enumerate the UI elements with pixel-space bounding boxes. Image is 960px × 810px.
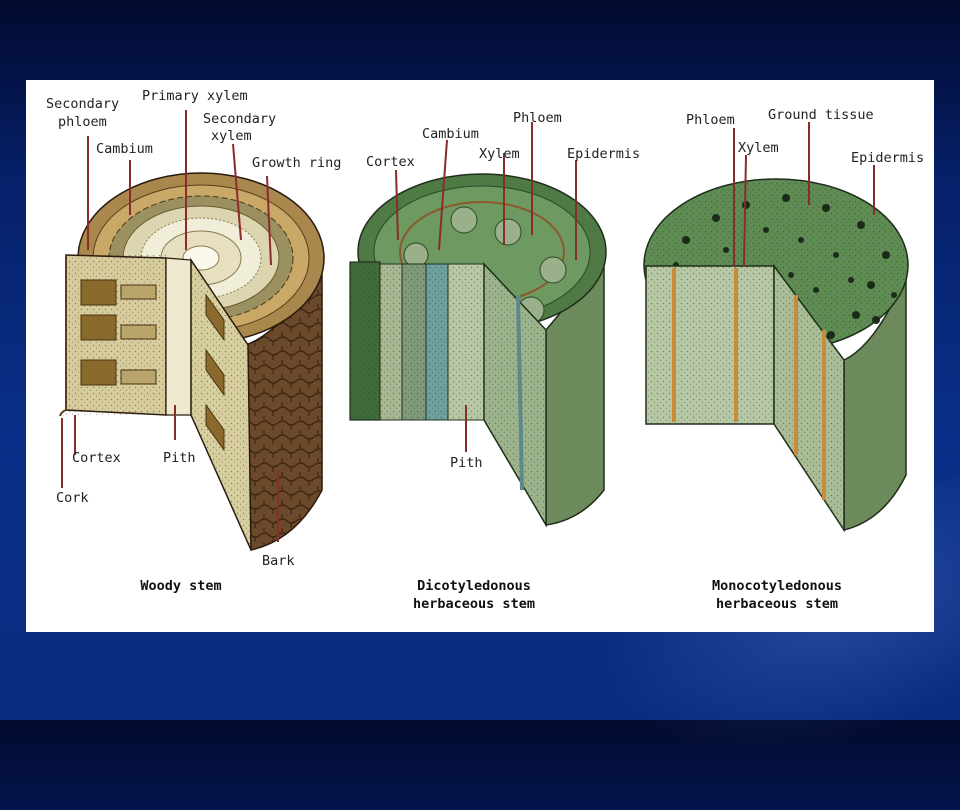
- woody-ray: [80, 359, 117, 386]
- dicot-vascular-bundle: [494, 218, 522, 246]
- label-dicot-epidermis: Epidermis: [567, 146, 640, 162]
- woody-ray: [120, 369, 157, 385]
- label-dicot-cortex: Cortex: [366, 154, 415, 170]
- diagram-panel: Secondary phloem Cambium Primary xylem S…: [26, 80, 934, 632]
- monocot-epidermis-side: [843, 274, 907, 531]
- label-primary-xylem: Primary xylem: [142, 88, 248, 104]
- label-ground-tissue: Ground tissue: [768, 107, 874, 123]
- woody-ray: [80, 314, 117, 341]
- label-bark: Bark: [262, 553, 295, 569]
- caption-monocot-line1: Monocotyledonous: [712, 578, 842, 594]
- woody-stem-illustration: [59, 172, 325, 551]
- label-secondary-phloem-line2: phloem: [58, 114, 107, 130]
- woody-ray: [120, 324, 157, 340]
- woody-ray: [80, 279, 117, 306]
- woody-pith-face: [165, 257, 192, 416]
- dicot-stem-illustration: [349, 173, 607, 528]
- caption-dicot-line1: Dicotyledonous: [417, 578, 531, 594]
- woody-ray: [120, 284, 157, 300]
- dicot-epidermis-side: [545, 257, 605, 526]
- label-dicot-xylem: Xylem: [479, 146, 520, 162]
- label-growth-ring: Growth ring: [252, 155, 341, 171]
- caption-dicot-line2: herbaceous stem: [413, 596, 535, 612]
- stem-diagram: Secondary phloem Cambium Primary xylem S…: [46, 88, 924, 612]
- label-monocot-phloem: Phloem: [686, 112, 735, 128]
- woody-bark-side: [245, 259, 323, 551]
- caption-monocot-line2: herbaceous stem: [716, 596, 838, 612]
- label-dicot-pith: Pith: [450, 455, 483, 471]
- label-woody-cambium: Cambium: [96, 141, 153, 157]
- dicot-leader-lines: [395, 122, 577, 452]
- caption-woody-stem: Woody stem: [140, 578, 221, 594]
- label-dicot-phloem: Phloem: [513, 110, 562, 126]
- dicot-vascular-bundle: [450, 206, 478, 234]
- label-woody-pith: Pith: [163, 450, 196, 466]
- dicot-vascular-bundle: [539, 256, 567, 284]
- label-dicot-cambium: Cambium: [422, 126, 479, 142]
- label-secondary-xylem-line2: xylem: [211, 128, 252, 144]
- label-cork: Cork: [56, 490, 89, 506]
- label-woody-cortex: Cortex: [72, 450, 121, 466]
- monocot-leader-lines: [733, 122, 875, 267]
- label-monocot-epidermis: Epidermis: [851, 150, 924, 166]
- woody-leader-lines: [61, 110, 279, 542]
- label-monocot-xylem: Xylem: [738, 140, 779, 156]
- label-secondary-xylem-line1: Secondary: [203, 111, 276, 127]
- label-secondary-phloem-line1: Secondary: [46, 96, 119, 112]
- monocot-stem-illustration: [643, 178, 909, 533]
